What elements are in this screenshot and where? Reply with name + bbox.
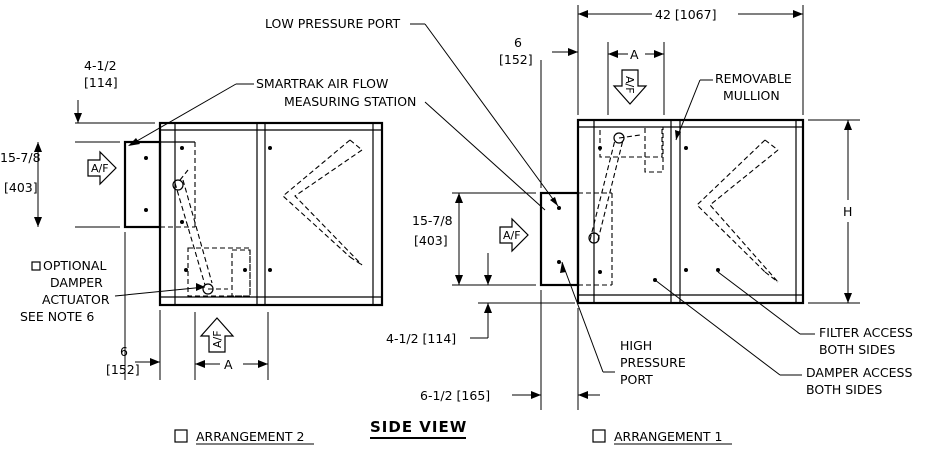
optional-label-line3: ACTUATOR [42,292,110,307]
dim-152-top: [152] [499,52,533,67]
dim-152-bottom: [152] [106,362,140,377]
optional-label-line1: OPTIONAL [43,258,106,273]
left-bottom-airflow-label: A/F [211,330,224,348]
high-pressure-line1: HIGH [620,338,652,353]
right-top-airflow-label: A/F [623,76,636,94]
dim-h: H [843,204,852,219]
dim-403-right: [403] [414,233,448,248]
dim-15-7-8-right: 15-7/8 [412,213,453,228]
optional-label-line4: SEE NOTE 6 [20,309,94,324]
left-labels: SMARTRAK AIR FLOW MEASURING STATION OPTI… [20,76,546,324]
dim-4-1-2-top: 4-1/2 [84,58,117,73]
high-pressure-line2: PRESSURE [620,355,686,370]
bottom-titles: ARRANGEMENT 2 SIDE VIEW ARRANGEMENT 1 [174,418,732,445]
arrangement-1-checkbox [592,429,606,443]
arrangement-1-label: ARRANGEMENT 1 [614,429,723,444]
dim-15-7-8-left: 15-7/8 [0,150,41,165]
dim-a-right: A [630,47,639,62]
smartrak-label-line2: MEASURING STATION [284,94,416,109]
high-pressure-line3: PORT [620,372,653,387]
arrangement-2-checkbox [174,429,188,443]
dim-a-left: A [224,357,233,372]
dim-42-1067: 42 [1067] [655,7,716,22]
removable-mullion-line1: REMOVABLE [715,71,792,86]
damper-access-line1: DAMPER ACCESS [806,365,912,380]
left-airflow-arrow [87,150,117,186]
right-labels: LOW PRESSURE PORT REMOVABLE MULLION HIGH… [265,16,913,397]
dim-403-left: [403] [4,180,38,195]
left-bottom-airflow-arrow [199,317,235,353]
left-inlet-collar [123,140,162,229]
left-dimensions: 4-1/2 [114] 15-7/8 [403] 6 [152] A [0,58,269,380]
smartrak-label-line1: SMARTRAK AIR FLOW [256,76,388,91]
left-airflow-label: A/F [91,162,109,175]
damper-access-line2: BOTH SIDES [806,382,882,397]
arrangement-1-unit: A/F A/F [499,69,805,305]
dim-6-1-2-165-right: 6-1/2 [165] [420,388,490,403]
dim-6-bottom: 6 [120,344,128,359]
right-inlet-collar [539,191,580,287]
side-view-title: SIDE VIEW [370,418,467,436]
optional-label-line2: DAMPER [50,275,103,290]
dim-6-top: 6 [514,35,522,50]
left-cabinet [158,121,384,307]
filter-access-line1: FILTER ACCESS [819,325,913,340]
right-airflow-label: A/F [503,229,521,242]
filter-access-line2: BOTH SIDES [819,342,895,357]
dim-114-top: [114] [84,75,118,90]
removable-mullion-line2: MULLION [723,88,780,103]
dim-4-1-2-114-right: 4-1/2 [114] [386,331,456,346]
right-dimensions: 42 [1067] 6 [152] A H 15-7/8 [403] 4-1/2… [386,5,860,410]
arrangement-2-label: ARRANGEMENT 2 [196,429,305,444]
right-top-airflow-arrow [612,69,648,105]
right-airflow-arrow [499,217,529,253]
arrangement-2-unit: A/F A/F [87,121,384,353]
low-pressure-port-label: LOW PRESSURE PORT [265,16,401,31]
